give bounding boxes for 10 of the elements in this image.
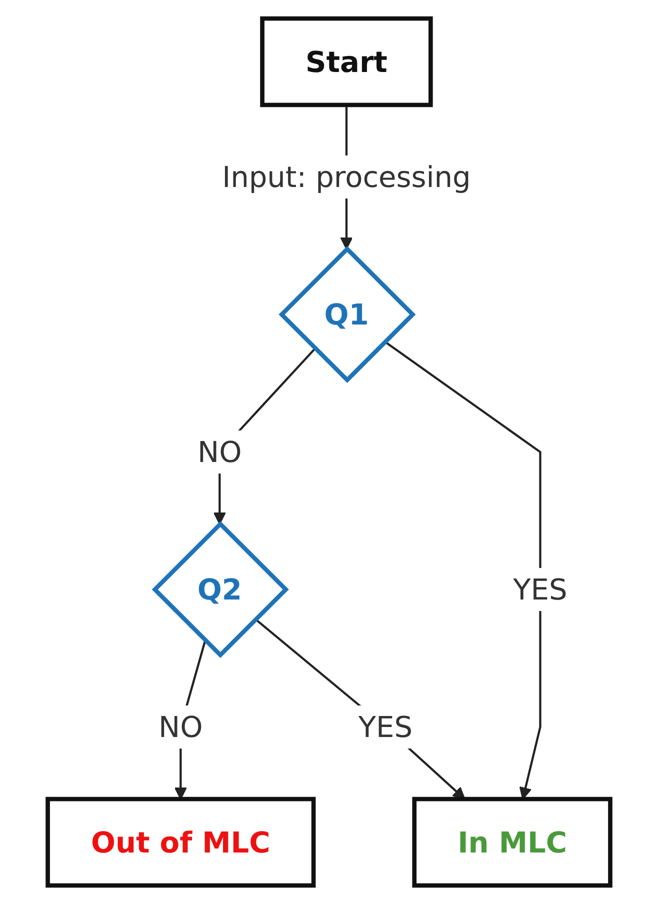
- node-box: In MLC: [412, 796, 612, 888]
- edge-label: YES: [358, 709, 412, 744]
- edge-label: NO: [158, 709, 202, 744]
- node-diamond: Q1: [278, 245, 416, 383]
- edge-label: YES: [512, 572, 567, 606]
- node-diamond: Q2: [151, 520, 288, 658]
- node-box: Out of MLC: [45, 796, 316, 888]
- edge-label: Input: processing: [222, 159, 470, 194]
- edge-label: NO: [197, 434, 242, 469]
- node-box: Start: [260, 16, 432, 107]
